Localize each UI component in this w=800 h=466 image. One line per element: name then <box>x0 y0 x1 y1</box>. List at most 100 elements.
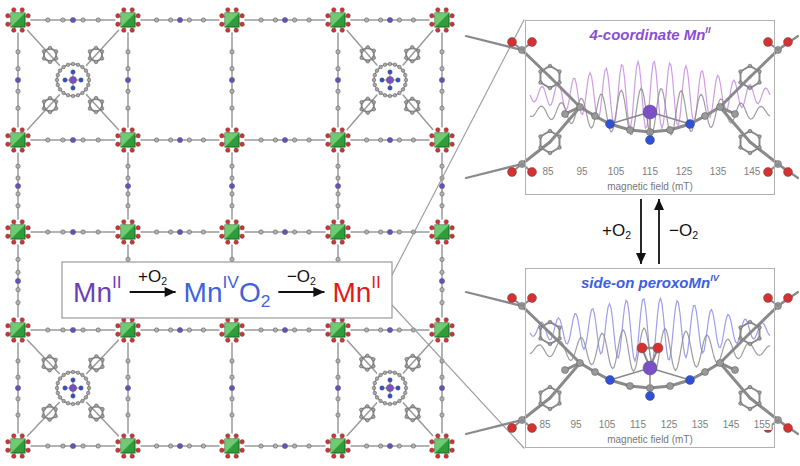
oxygen-atom <box>784 38 793 47</box>
linker-atom <box>378 138 382 142</box>
oxygen-atom <box>130 454 134 458</box>
carbon-atom <box>54 407 58 411</box>
carbon-atom <box>94 60 98 64</box>
oxygen-atom <box>346 22 350 26</box>
carbon-atom <box>42 407 46 411</box>
oxygen-atom <box>326 226 330 230</box>
carbon-atom <box>558 326 562 330</box>
oxygen-atom <box>450 226 454 230</box>
carbon-atom <box>101 414 105 418</box>
ring-carbon <box>627 127 634 134</box>
carbon-atom <box>359 408 363 412</box>
ring-carbon <box>398 373 402 377</box>
cluster-face <box>121 225 135 239</box>
oxygen-atom <box>6 332 10 336</box>
carbon-atom <box>101 407 105 411</box>
oxygen-atom <box>346 14 350 18</box>
carbon-atom <box>748 320 752 324</box>
nitrogen-atom <box>71 70 75 74</box>
carbon-atom <box>94 96 98 100</box>
oxygen-atom <box>340 220 344 224</box>
arrow-label: +O2 <box>136 267 169 287</box>
phenyl-ring <box>541 66 560 88</box>
linker-atom <box>16 192 20 196</box>
oxygen-atom <box>220 440 224 444</box>
oxygen-atom <box>12 148 16 152</box>
oxygen-atom <box>6 22 10 26</box>
bond-line <box>550 107 580 142</box>
linker-atom <box>16 50 20 54</box>
linker-atom <box>126 359 130 363</box>
cluster-face <box>225 323 239 337</box>
carbon-atom <box>404 49 408 53</box>
oxygen-atom <box>326 22 330 26</box>
meso-phenyl <box>407 356 419 370</box>
ring-carbon <box>403 391 407 395</box>
carbon-atom <box>410 97 414 101</box>
ring-carbon <box>702 113 709 120</box>
subscript: 2 <box>261 291 271 311</box>
species-label: MnIVO2 <box>184 275 271 310</box>
oxygen-atom <box>444 8 448 12</box>
ring-carbon <box>398 91 402 95</box>
oxygen-atom <box>436 8 440 12</box>
carbon-atom <box>360 100 364 104</box>
carbon-atom <box>539 70 543 74</box>
oxygen-atom <box>26 14 30 18</box>
linker-atom <box>307 138 311 142</box>
bond-line <box>720 77 750 107</box>
oxygen-atom <box>430 324 434 328</box>
carbon-atom <box>94 46 98 50</box>
linker-metal <box>282 137 287 142</box>
oxygen-atom <box>346 234 350 238</box>
oxygen-atom <box>436 220 440 224</box>
oxygen-atom <box>332 240 336 244</box>
bond-line <box>720 107 750 142</box>
oxygen-atom <box>326 448 330 452</box>
linker-atom <box>16 359 20 363</box>
oxygen-atom <box>340 434 344 438</box>
linker-atom <box>154 138 158 142</box>
oxygen-atom <box>116 332 120 336</box>
oxygen-atom <box>6 14 10 18</box>
metal-cluster <box>225 225 239 239</box>
oxygen-atom <box>122 128 126 132</box>
cluster-face <box>225 225 239 239</box>
ring-carbon <box>562 367 569 374</box>
nitrogen-atom <box>71 86 75 90</box>
oxygen-atom <box>528 168 537 177</box>
linker-atom <box>259 230 263 234</box>
oxygen-atom <box>234 240 238 244</box>
carbon-atom <box>411 405 415 409</box>
ring-carbon <box>71 370 75 374</box>
cluster-face <box>11 439 25 453</box>
carbon-atom <box>42 57 46 61</box>
linker-metal <box>229 385 234 390</box>
linker-atom <box>336 413 340 417</box>
linker-atom <box>230 413 234 417</box>
carbon-atom <box>54 414 58 418</box>
oxygen-atom <box>784 294 793 303</box>
ring-carbon <box>401 69 405 73</box>
superscript: II <box>705 25 710 35</box>
porphyrin-arm <box>87 340 119 373</box>
linker-metal <box>70 17 75 22</box>
oxygen-atom <box>444 128 448 132</box>
cluster-face <box>435 323 449 337</box>
linker-metal <box>387 327 392 332</box>
oxygen-atom <box>6 324 10 328</box>
oxygen-atom <box>332 220 336 224</box>
oxygen-atom <box>450 14 454 18</box>
carbon-atom <box>739 391 743 395</box>
ring-carbon <box>732 111 739 118</box>
oxygen-atom <box>6 226 10 230</box>
ring-carbon <box>86 73 90 77</box>
tick-label: 145 <box>722 419 741 430</box>
cluster-face <box>435 225 449 239</box>
linker-metal <box>177 443 182 448</box>
carbon-atom <box>95 369 99 373</box>
carbon-atom <box>558 391 562 395</box>
carbon-atom <box>54 57 58 61</box>
bond-line <box>522 306 550 333</box>
nitrogen-atom <box>686 120 695 129</box>
